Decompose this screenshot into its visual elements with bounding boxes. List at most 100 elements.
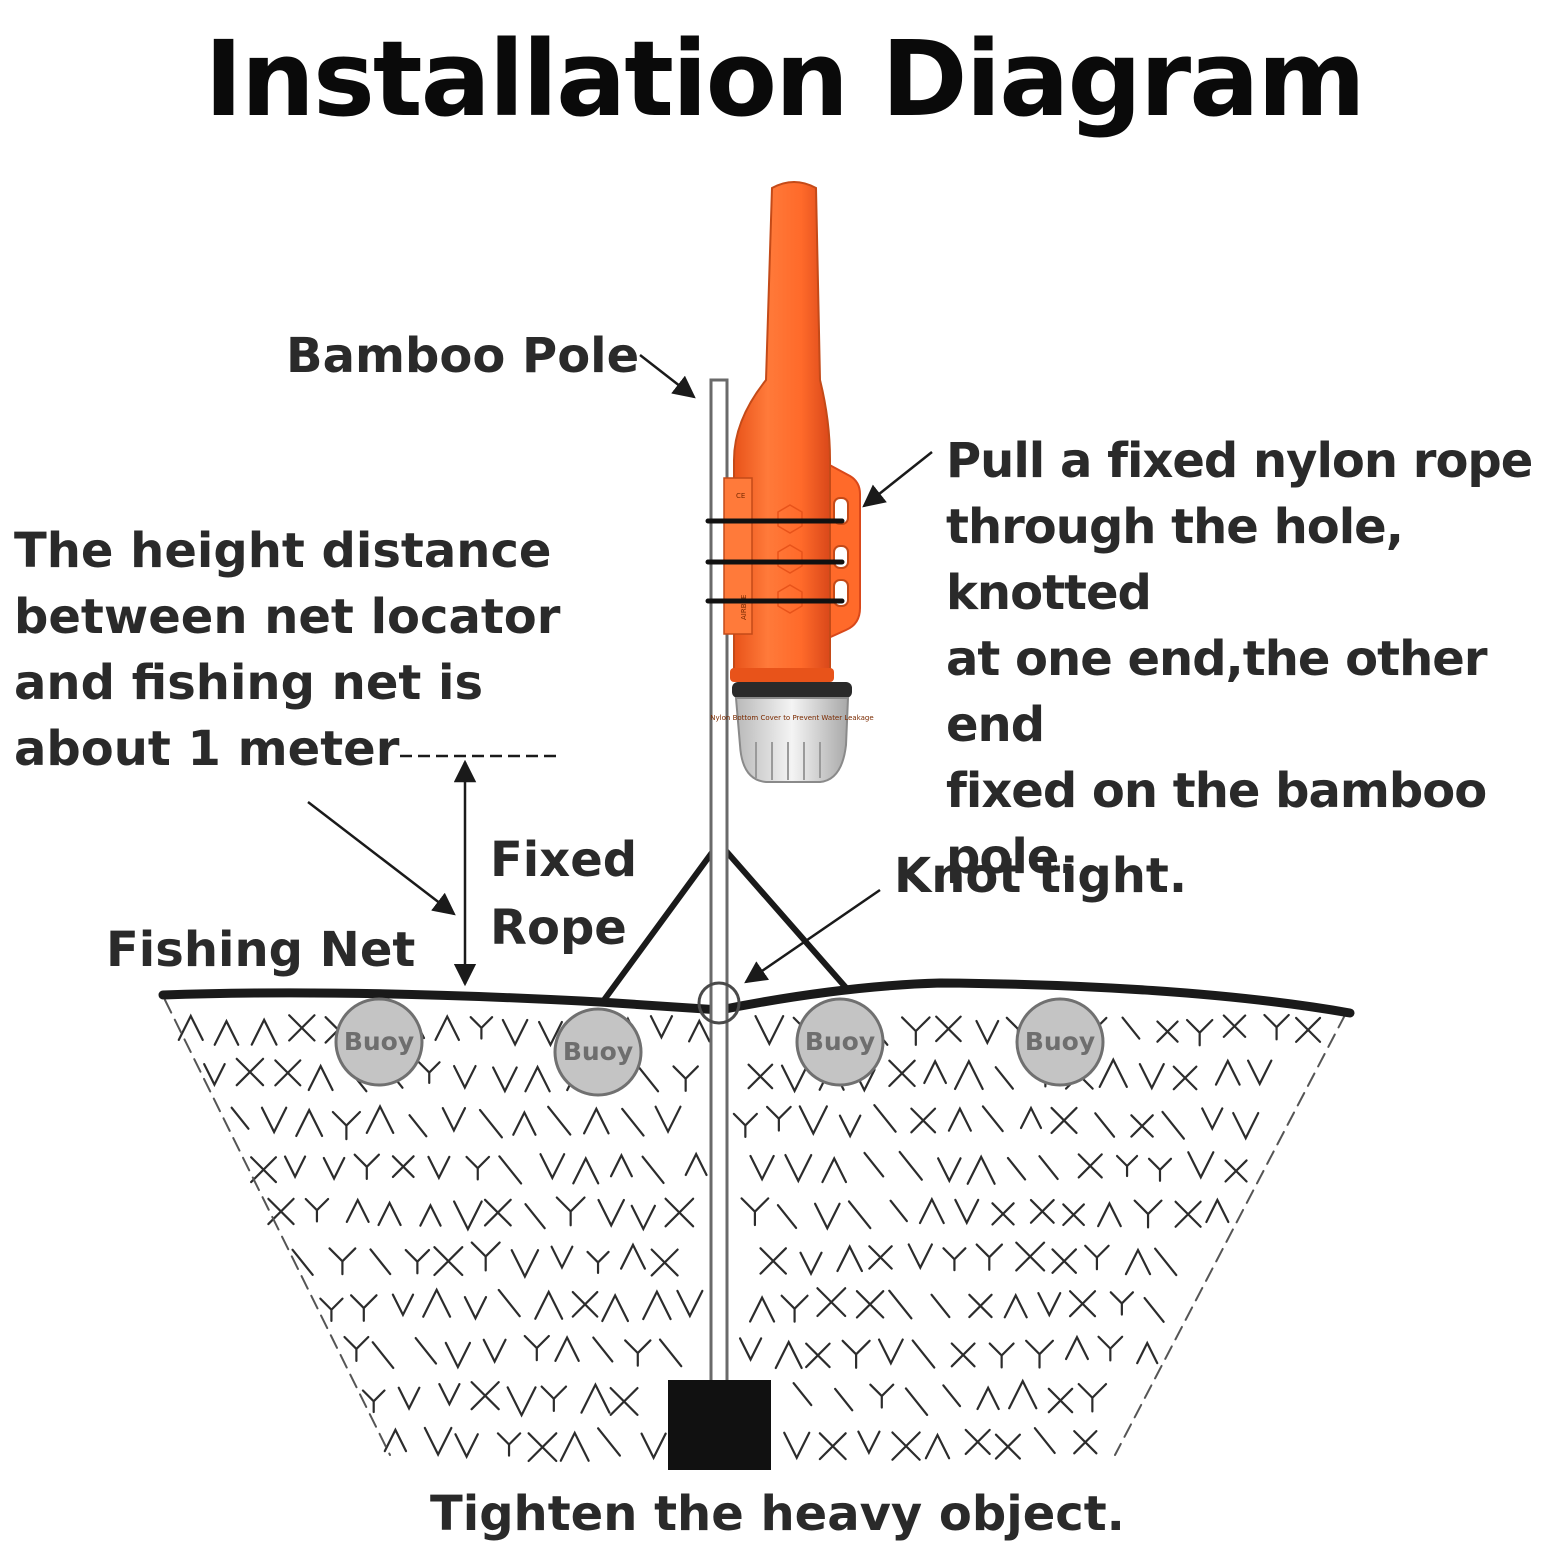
net-mesh-mark xyxy=(765,1105,792,1132)
net-mesh-mark xyxy=(501,1018,529,1047)
net-mesh-mark xyxy=(304,1197,330,1223)
net-mesh-mark xyxy=(1214,1058,1241,1086)
net-mesh-mark xyxy=(619,1242,646,1270)
net-mesh-mark xyxy=(1246,1059,1273,1087)
device-ring-dark xyxy=(732,682,852,698)
nylon-rope-pointer xyxy=(862,451,933,508)
net-mesh-mark xyxy=(981,1105,1004,1133)
net-mesh-mark xyxy=(369,1248,392,1276)
net-mesh-mark xyxy=(555,1196,586,1227)
net-mesh-mark xyxy=(391,1293,415,1318)
device-ce-mark: CE xyxy=(736,492,745,500)
fishing-net-outline xyxy=(158,978,1355,1456)
net-mesh-mark xyxy=(1008,1378,1038,1410)
net-mesh-mark xyxy=(414,1336,438,1365)
net-mesh-mark xyxy=(988,1342,1015,1369)
net-mesh-mark xyxy=(483,1198,512,1227)
net-mesh-mark xyxy=(834,1387,854,1412)
device-hex-pattern xyxy=(777,504,803,614)
net-mesh-mark xyxy=(658,1338,683,1368)
net-mesh-mark xyxy=(609,1386,639,1416)
net-mesh-mark xyxy=(291,1248,314,1276)
net-mesh-mark xyxy=(319,1297,344,1322)
net-mesh-mark xyxy=(1097,1201,1122,1228)
net-mesh-mark xyxy=(641,1155,665,1185)
net-mesh-mark xyxy=(792,1382,813,1407)
net-mesh-mark xyxy=(349,1294,378,1322)
net-mesh-mark xyxy=(572,1155,600,1185)
net-mesh-mark xyxy=(512,1110,537,1136)
net-mesh-mark xyxy=(975,1243,1004,1271)
net-mesh-mark xyxy=(434,1014,460,1042)
net-mesh-mark xyxy=(964,1428,991,1456)
net-mesh-mark xyxy=(910,1107,937,1134)
net-mesh-mark xyxy=(841,1339,871,1369)
net-mesh-mark xyxy=(838,1114,862,1139)
net-mesh-mark xyxy=(331,1110,362,1141)
net-mesh-mark xyxy=(1077,1153,1103,1179)
knot-tight-label: Knot tight. xyxy=(894,848,1188,904)
buoys: Buoy Buoy Buoy Buoy xyxy=(334,997,1105,1097)
net-mesh-mark xyxy=(203,1063,226,1088)
fishing-net-label: Fishing Net xyxy=(106,922,416,978)
buoy: Buoy xyxy=(334,997,424,1087)
net-mesh-mark xyxy=(863,1151,885,1178)
net-mesh-mark xyxy=(1295,1016,1322,1043)
net-mesh-mark xyxy=(1121,1016,1141,1040)
net-mesh-mark xyxy=(747,1063,774,1090)
net-mesh-mark xyxy=(444,1341,472,1370)
net-mesh-mark xyxy=(1015,1241,1046,1272)
net-mesh-mark xyxy=(738,1337,763,1362)
net-mesh-mark xyxy=(780,1064,809,1094)
net-mesh-mark xyxy=(672,1065,699,1092)
net-mesh-mark xyxy=(1038,1155,1059,1181)
net-mesh-mark xyxy=(1062,1203,1085,1227)
net-mesh-mark xyxy=(1185,1018,1214,1047)
net-mesh-mark xyxy=(452,1064,477,1091)
cap-ridges xyxy=(755,742,821,780)
net-mesh-mark xyxy=(1156,1020,1179,1043)
net-mesh-mark xyxy=(1232,1111,1260,1141)
device-brand: AIRBEE xyxy=(740,595,748,620)
device-ring xyxy=(730,668,834,682)
net-mesh-mark xyxy=(328,1247,357,1276)
net-mesh-mark xyxy=(361,1389,386,1414)
net-mesh-mark xyxy=(740,1197,770,1227)
net-mesh-mark xyxy=(898,1150,923,1181)
net-mesh-mark xyxy=(1094,1112,1116,1138)
net-mesh-mark xyxy=(550,1245,574,1270)
net-mesh-mark xyxy=(684,1151,708,1177)
net-mesh-mark xyxy=(954,1198,980,1226)
net-mesh-mark xyxy=(423,1426,453,1457)
net-mesh-mark xyxy=(1174,1200,1202,1228)
net-mesh-mark xyxy=(452,1200,483,1232)
net-mesh-mark xyxy=(754,1015,785,1047)
net-mesh-mark xyxy=(1136,1340,1159,1365)
net-mesh-mark xyxy=(888,1289,913,1320)
knot-pointer xyxy=(744,888,881,984)
net-mesh-mark xyxy=(1025,1339,1055,1369)
net-mesh-mark xyxy=(923,1058,948,1085)
net-mesh-mark xyxy=(1205,1197,1230,1224)
net-mesh-mark xyxy=(868,1245,893,1270)
net-mesh-mark xyxy=(343,1335,370,1362)
net-mesh-mark xyxy=(1187,1151,1215,1180)
nylon-rope-instruction: Pull a fixed nylon rope through the hole… xyxy=(946,433,1533,885)
knot-icon xyxy=(697,981,741,1025)
device-cap-text: Nylon Bottom Cover to Prevent Water Leak… xyxy=(710,714,873,722)
net-mesh-mark xyxy=(260,1106,288,1135)
net-mesh-mark xyxy=(523,1334,550,1362)
net-mesh-mark xyxy=(547,1105,572,1136)
net-mesh-mark xyxy=(888,1059,916,1088)
net-mesh-mark xyxy=(1138,1063,1165,1091)
handle-hole xyxy=(833,545,849,569)
net-mesh-mark xyxy=(404,1248,431,1275)
net-mesh-mark xyxy=(918,1196,945,1225)
net-mesh-mark xyxy=(383,1427,408,1453)
net-mesh-mark xyxy=(596,1427,621,1457)
net-mesh-mark xyxy=(813,1202,841,1231)
net-mesh-mark xyxy=(891,1431,921,1461)
net-mesh-mark xyxy=(427,1155,451,1181)
net-mesh-mark xyxy=(1109,1291,1135,1316)
net-mesh-mark xyxy=(482,1338,507,1365)
